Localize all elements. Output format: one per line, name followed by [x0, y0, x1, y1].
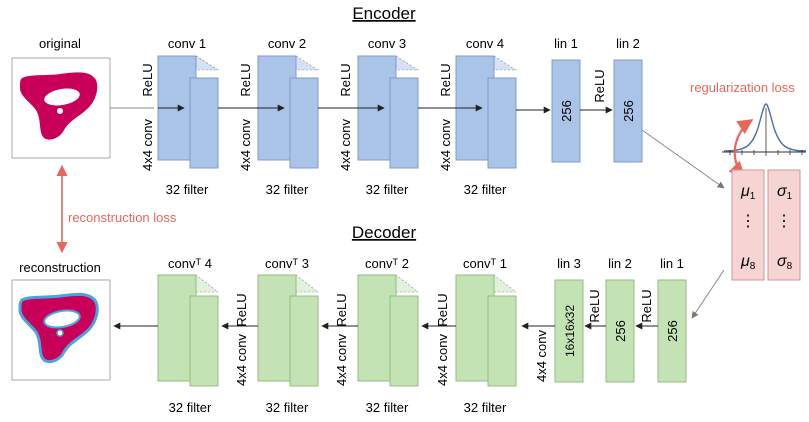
layer-name: lin 2	[616, 36, 640, 51]
encoder-conv4: conv 4 ReLU 4x4 conv 32 filter	[438, 36, 518, 197]
encoder-conv1: conv 1 ReLU 4x4 conv 32 filter	[140, 36, 220, 197]
decoder-convT2: convᵀ 2 ReLU 4x4 conv 32 filter	[357, 256, 450, 415]
layer-name: conv 3	[368, 36, 406, 51]
reconstruction-label: reconstruction	[19, 260, 101, 275]
mu-index: 1	[750, 191, 756, 202]
decoder-lin3: lin 3 16x16x32 ReLU	[554, 256, 602, 383]
activation-label: ReLU	[334, 293, 349, 326]
sigma-symbol: σ	[777, 253, 788, 270]
layer-name: convᵀ 2	[365, 256, 409, 271]
sigma-symbol: σ	[777, 183, 788, 200]
encoder-lin2: lin 2 256	[613, 36, 643, 163]
layer-name: conv 2	[268, 36, 306, 51]
kernel-label: 4x4 conv	[438, 118, 453, 171]
latent-mu-box: μ1 ⋮ μ8	[731, 169, 765, 281]
activation-label: ReLU	[140, 63, 155, 96]
original-image	[11, 57, 111, 159]
kernel-label: 4x4 conv	[234, 333, 249, 386]
filter-label: 32 filter	[464, 400, 507, 415]
mu-dots: ⋮	[740, 213, 756, 230]
layer-name: convᵀ 1	[463, 256, 507, 271]
sigma-index: 1	[787, 191, 793, 202]
latent-to-decoder-arrow	[691, 269, 725, 319]
filter-label: 32 filter	[464, 182, 507, 197]
size-label: 256	[613, 320, 628, 342]
layer-name: conv 4	[466, 36, 504, 51]
kernel-label: 4x4 conv	[435, 333, 450, 386]
sigma-dots: ⋮	[776, 213, 792, 230]
filter-label: 32 filter	[366, 400, 409, 415]
activation-label: ReLU	[338, 63, 353, 96]
mu-index: 8	[750, 261, 756, 272]
size-label: 256	[621, 100, 636, 122]
decoder-convT1: convᵀ 1 4x4 conv 32 filter	[455, 256, 549, 415]
encoder-arrows	[110, 104, 725, 189]
kernel-label: 4x4 conv	[140, 118, 155, 171]
activation-label: ReLU	[592, 69, 607, 102]
layer-name: lin 3	[557, 256, 581, 271]
layer-name: convᵀ 3	[265, 256, 309, 271]
mu-symbol: μ	[740, 253, 750, 270]
decoder-convT3: convᵀ 3 ReLU 4x4 conv 32 filter	[257, 256, 349, 415]
activation-label: ReLU	[639, 289, 654, 322]
mu-symbol: μ	[740, 183, 750, 200]
layer-name: convᵀ 4	[168, 256, 212, 271]
filter-label: 32 filter	[366, 182, 409, 197]
decoder-convT4: convᵀ 4 ReLU 4x4 conv 32 filter	[157, 256, 249, 415]
activation-label: ReLU	[234, 293, 249, 326]
layer-name: lin 1	[660, 256, 684, 271]
encoder-lin1: lin 1 256 ReLU	[551, 36, 607, 163]
reconstruction-image	[11, 279, 111, 381]
activation-label: ReLU	[238, 63, 253, 96]
layer-name: lin 1	[554, 36, 578, 51]
sigma-index: 8	[787, 261, 793, 272]
activation-label: ReLU	[435, 293, 450, 326]
layer-name: conv 1	[168, 36, 206, 51]
kernel-label: 4x4 conv	[238, 118, 253, 171]
latent-sigma-box: σ1 ⋮ σ8	[767, 169, 801, 281]
filter-label: 32 filter	[266, 182, 309, 197]
svg-text:μ8: μ8	[740, 253, 756, 272]
decoder-title: Decoder	[352, 223, 417, 242]
reconstruction-loss-label: reconstruction loss	[68, 210, 177, 225]
decoder-lin1: lin 1 256	[657, 256, 687, 383]
size-label: 256	[665, 320, 680, 342]
kernel-label: 4x4 conv	[338, 118, 353, 171]
filter-label: 32 filter	[266, 400, 309, 415]
kernel-label: 4x4 conv	[334, 333, 349, 386]
encoder-conv2: conv 2 ReLU 4x4 conv 32 filter	[238, 36, 320, 197]
original-label: original	[39, 36, 81, 51]
kernel-label: 4x4 conv	[534, 329, 549, 382]
svg-text:μ1: μ1	[740, 183, 756, 202]
encoder-title: Encoder	[352, 4, 416, 23]
layer-name: lin 2	[608, 256, 632, 271]
filter-label: 32 filter	[166, 182, 209, 197]
decoder-lin2: lin 2 256 ReLU	[605, 256, 654, 383]
activation-label: ReLU	[438, 63, 453, 96]
encoder-conv3: conv 3 ReLU 4x4 conv 32 filter	[338, 36, 420, 197]
size-label: 256	[559, 100, 574, 122]
svg-text:σ1: σ1	[777, 183, 793, 202]
svg-text:σ8: σ8	[777, 253, 793, 272]
activation-label: ReLU	[587, 289, 602, 322]
filter-label: 32 filter	[169, 400, 212, 415]
regularization-loss-label: regularization loss	[690, 80, 795, 95]
size-label: 16x16x32	[563, 305, 577, 357]
